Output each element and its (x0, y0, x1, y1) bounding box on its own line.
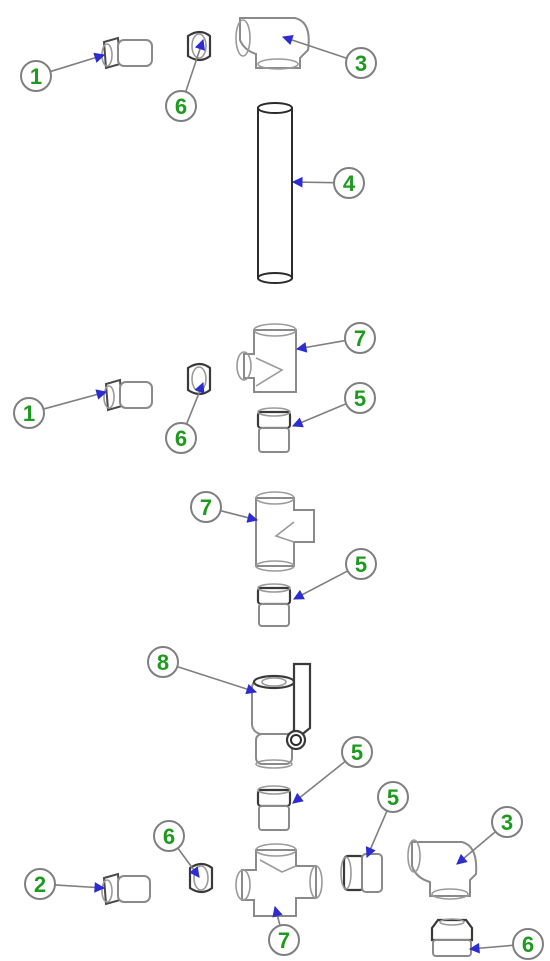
callout-4: 4 (291, 167, 365, 199)
callout-label: 6 (163, 824, 175, 849)
callout-label: 2 (34, 872, 46, 897)
arrow-head (291, 176, 303, 188)
callout-circle (165, 422, 197, 454)
callout-label: 6 (522, 932, 534, 957)
callout-circle (377, 781, 409, 813)
arrow-head (194, 38, 206, 51)
callout-circle (13, 397, 45, 429)
part-tee-7-middle (236, 323, 297, 393)
arrow-head (95, 389, 108, 400)
part-nipple-5-bottom (256, 785, 292, 831)
part-nut-6-middle (186, 362, 212, 396)
callout-circle (24, 868, 56, 900)
callout-circle (491, 806, 523, 838)
part-nipple-5-middle (256, 407, 292, 453)
part-nipple-5-lower (256, 583, 292, 627)
arrow-head (93, 52, 106, 63)
callout-circle (333, 167, 365, 199)
callout-label: 5 (355, 552, 367, 577)
part-elbow-3-top (235, 17, 310, 70)
callout-label: 3 (355, 51, 367, 76)
part-pipe-4 (257, 102, 293, 284)
callout-label: 8 (157, 650, 169, 675)
arrow-head (245, 684, 258, 695)
part-fitting-1-top (101, 36, 153, 70)
arrow-head (295, 342, 308, 353)
callout-label: 1 (23, 401, 35, 426)
callout-label: 5 (351, 740, 363, 765)
callout-5: 5 (292, 736, 373, 804)
callout-6: 6 (165, 381, 205, 454)
part-tee-7-bottom (235, 843, 323, 917)
callout-6: 6 (468, 928, 544, 960)
callout-label: 5 (354, 386, 366, 411)
leader-line (177, 665, 257, 693)
arrow-head (281, 34, 294, 46)
arrow-head (468, 942, 480, 954)
callout-6: 6 (153, 820, 200, 878)
callout-5: 5 (365, 781, 409, 859)
callout-3: 3 (281, 34, 377, 79)
callout-7: 7 (190, 491, 259, 523)
arrow-head (365, 846, 376, 859)
callout-7: 7 (268, 905, 300, 956)
callout-6: 6 (165, 38, 206, 122)
callout-label: 6 (175, 426, 187, 451)
leader-line (282, 36, 348, 60)
arrow-head (456, 853, 468, 865)
part-nipple-5-right (340, 853, 383, 893)
callout-label: 7 (200, 495, 212, 520)
callout-label: 4 (343, 171, 356, 196)
callout-1: 1 (20, 52, 106, 92)
callout-circle (345, 47, 377, 79)
arrow-head (293, 589, 305, 600)
arrow-head (291, 417, 304, 428)
part-elbow-3-bottom (407, 839, 478, 900)
leader-line (293, 570, 349, 600)
callout-circle (512, 928, 544, 960)
part-ball-valve-8 (251, 662, 312, 769)
part-tee-7-lower (255, 491, 315, 572)
arrow-head (292, 792, 304, 804)
callout-5: 5 (293, 548, 377, 600)
arrow-head (194, 381, 205, 394)
callout-circle (20, 60, 52, 92)
callout-circle (147, 646, 179, 678)
callout-label: 1 (30, 64, 42, 89)
callout-circle (345, 548, 377, 580)
arrow-head (272, 905, 283, 918)
leader-line (292, 760, 346, 804)
callout-circle (344, 322, 376, 354)
callout-label: 7 (278, 928, 290, 953)
callout-circle (344, 382, 376, 414)
callout-label: 7 (354, 326, 366, 351)
callout-circle (190, 491, 222, 523)
callout-1: 1 (13, 389, 108, 429)
callout-circle (153, 820, 185, 852)
callout-label: 6 (175, 94, 187, 119)
arrow-head (189, 866, 200, 878)
callout-8: 8 (147, 646, 258, 695)
callout-2: 2 (24, 868, 106, 900)
part-fitting-1-middle (103, 378, 153, 412)
arrow-head (246, 512, 259, 523)
callout-circle (165, 90, 197, 122)
leader-line (43, 391, 107, 410)
part-plug-6 (430, 918, 474, 957)
arrow-head (94, 882, 106, 893)
leader-line (292, 403, 347, 427)
callout-3: 3 (456, 806, 523, 865)
callout-label: 5 (387, 785, 399, 810)
callout-7: 7 (295, 322, 376, 354)
callout-label: 3 (501, 810, 513, 835)
callout-circle (341, 736, 373, 768)
callout-circle (268, 924, 300, 956)
callout-5: 5 (291, 382, 376, 428)
part-fitting-2 (101, 872, 151, 906)
